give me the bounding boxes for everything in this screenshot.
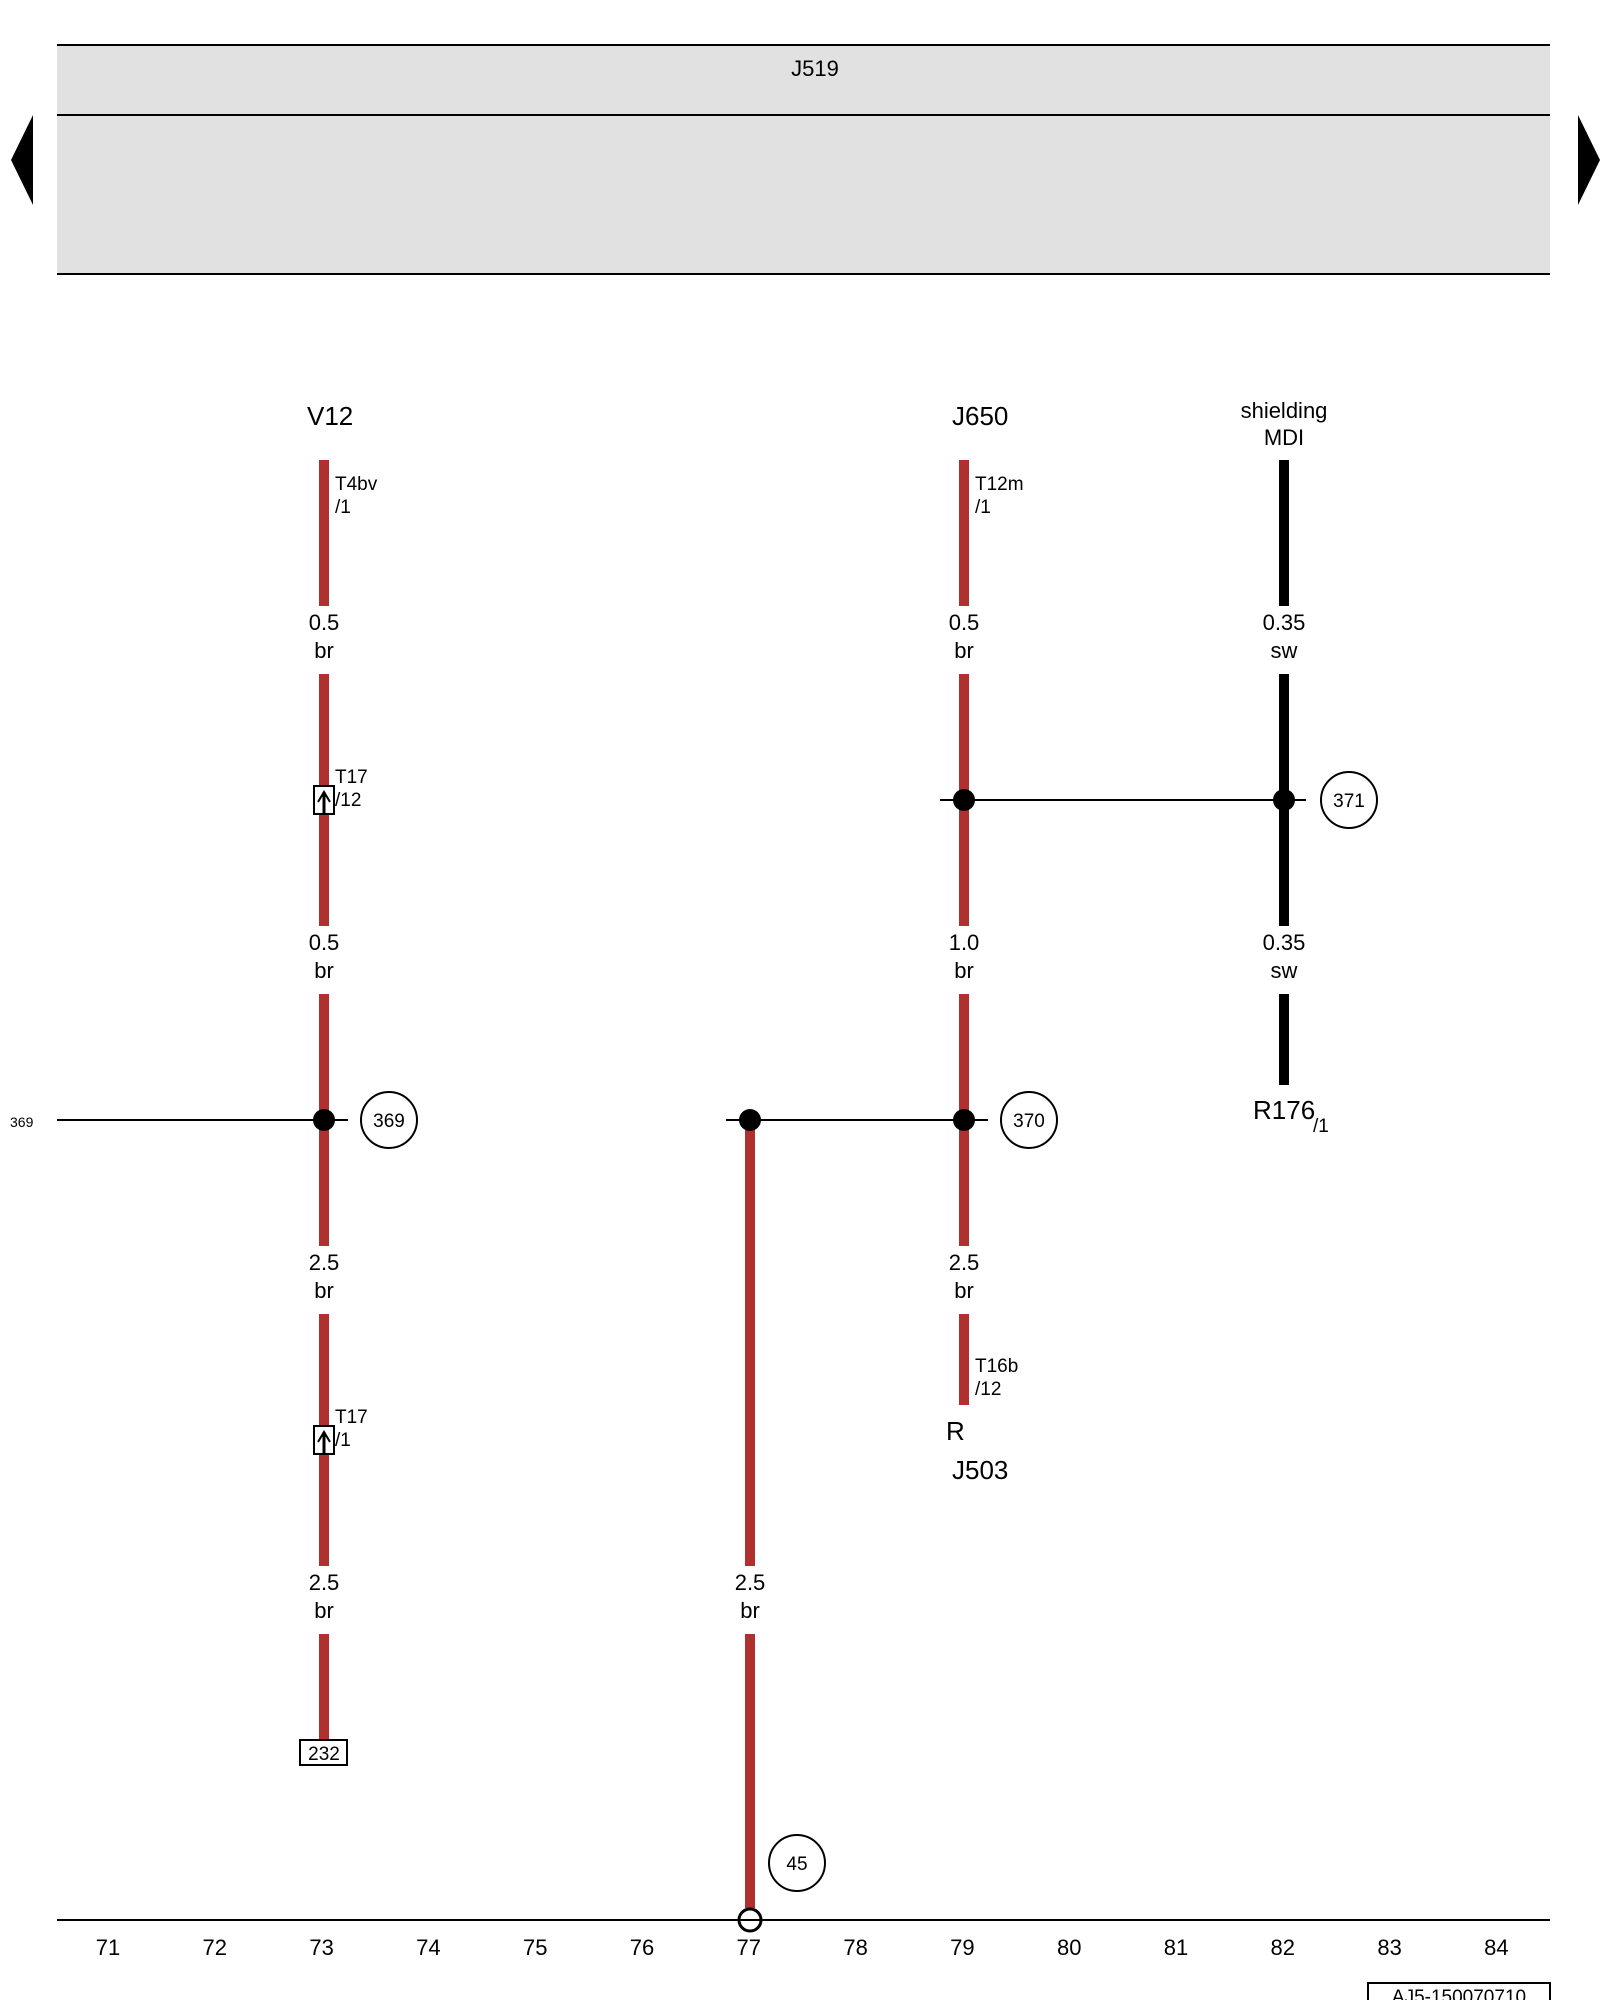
junction-dot (953, 789, 975, 811)
control-unit-panel-fill (57, 45, 1550, 274)
component-label-mdi: MDI (1264, 425, 1304, 450)
component-label-shielding: shielding (1241, 398, 1328, 423)
circuit-column-77: 2.5 br 45 (735, 1120, 826, 1933)
grid-number: 76 (630, 1935, 654, 1960)
wire-color-label: br (314, 1598, 334, 1623)
wire-size-label: 2.5 (309, 1570, 340, 1595)
component-label-r176: R176 (1253, 1095, 1315, 1125)
wire-color-label: br (314, 638, 334, 663)
left-cross-reference[interactable]: 369 (10, 1114, 34, 1130)
junction-dot (739, 1109, 761, 1131)
control-unit-panel: J519 (57, 44, 1550, 275)
grid-number: 73 (309, 1935, 333, 1960)
reference-circle-label: 370 (1013, 1111, 1045, 1132)
wire-color-label: br (954, 1278, 974, 1303)
connector-pin-t17: /1 (335, 1430, 351, 1451)
grid-number: 77 (737, 1935, 761, 1960)
connector-label-t17: T17 (335, 1407, 368, 1428)
circuit-column-79: J650 T12m /1 0.5 br 1.0 br 2.5 br T16b /… (946, 401, 1024, 1485)
reference-circle-369[interactable] (360, 1091, 418, 1149)
grid-number: 82 (1271, 1935, 1295, 1960)
previous-page-arrow-icon[interactable] (11, 115, 33, 205)
component-label-j650: J650 (952, 401, 1008, 431)
wire-size-label: 0.35 (1263, 610, 1306, 635)
wire-color-label: br (314, 958, 334, 983)
connector-label-t17: T17 (335, 767, 368, 788)
document-code: AJ5-150070710 (1392, 1987, 1526, 2000)
document-code-box (1367, 1982, 1551, 2000)
connector-pin-t17: /12 (335, 790, 361, 811)
wire-size-label: 2.5 (949, 1250, 980, 1275)
grid-number: 80 (1057, 1935, 1081, 1960)
circuit-column-82: shielding MDI 0.35 sw 0.35 sw R176 /1 (1241, 398, 1329, 1137)
connector-pin-t4bv: /1 (335, 497, 351, 518)
wire-size-label: 2.5 (735, 1570, 766, 1595)
grid-number: 84 (1484, 1935, 1508, 1960)
reference-circle-label: 371 (1333, 791, 1365, 812)
connector-label-t4bv: T4bv (335, 474, 378, 495)
wire-size-label: 0.35 (1263, 930, 1306, 955)
junction-dot (953, 1109, 975, 1131)
component-label-j503: J503 (952, 1455, 1008, 1485)
grid-numbers: 71 72 73 74 75 76 77 78 79 80 81 82 83 84 (96, 1935, 1509, 1960)
circuit-column-73: V12 T4bv /1 0.5 br T17 /12 0.5 br 2.5 br… (299, 401, 378, 1766)
wire-color-label: br (314, 1278, 334, 1303)
connector-pin-icon (313, 1425, 335, 1455)
wire-size-label: 1.0 (949, 930, 980, 955)
grid-number: 83 (1377, 1935, 1401, 1960)
wire-size-label: 0.5 (309, 930, 340, 955)
wire-size-label: 2.5 (309, 1250, 340, 1275)
grid-number: 81 (1164, 1935, 1188, 1960)
wire-color-label: br (740, 1598, 760, 1623)
reference-circle-label: 45 (786, 1854, 807, 1875)
wire-color-label: sw (1271, 638, 1298, 663)
connector-label-t16b: T16b (975, 1356, 1018, 1377)
junction-dot (1273, 789, 1295, 811)
control-unit-label: J519 (791, 56, 839, 81)
grid-number: 71 (96, 1935, 120, 1960)
grid-number: 74 (416, 1935, 440, 1960)
reference-circle-370[interactable] (1000, 1091, 1058, 1149)
connector-pin-t16b: /12 (975, 1379, 1001, 1400)
component-pin-r176: /1 (1313, 1116, 1329, 1137)
component-label-r: R (946, 1416, 965, 1446)
wire-size-label: 0.5 (949, 610, 980, 635)
reference-circle-label: 369 (373, 1111, 405, 1132)
reference-circle-45[interactable] (768, 1834, 826, 1892)
grid-number: 78 (843, 1935, 867, 1960)
wire-size-label: 0.5 (309, 610, 340, 635)
reference-box-232[interactable] (299, 1739, 348, 1766)
next-page-arrow-icon[interactable] (1578, 115, 1600, 205)
connector-pin-t12m: /1 (975, 497, 991, 518)
wire-color-label: sw (1271, 958, 1298, 983)
grid-number: 79 (950, 1935, 974, 1960)
grid-number: 72 (203, 1935, 227, 1960)
connector-pin-icon (313, 785, 335, 815)
wire-color-label: br (954, 958, 974, 983)
reference-circle-371[interactable] (1320, 771, 1378, 829)
connector-label-t12m: T12m (975, 474, 1024, 495)
grid-number: 75 (523, 1935, 547, 1960)
component-label-v12: V12 (307, 401, 353, 431)
reference-box-label: 232 (308, 1744, 340, 1765)
junction-dot (313, 1109, 335, 1131)
wire-color-label: br (954, 638, 974, 663)
